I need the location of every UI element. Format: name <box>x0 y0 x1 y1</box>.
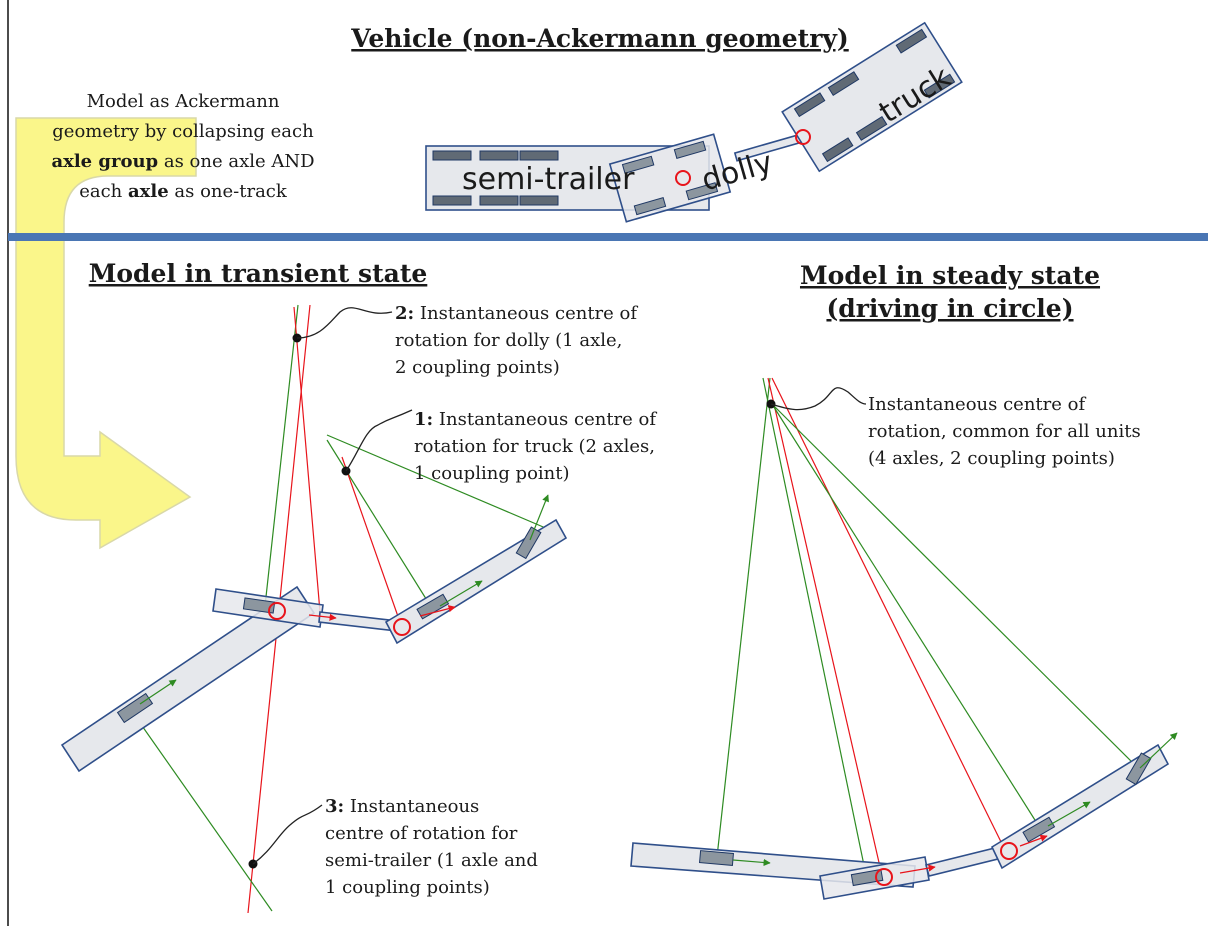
svg-text:rotation, common for all units: rotation, common for all units <box>868 421 1141 442</box>
trailer-coupling <box>675 170 691 186</box>
collapse-arrow <box>15 117 197 550</box>
svg-text:Instantaneous centre of: Instantaneous centre of <box>868 394 1086 415</box>
svg-text:1: Instantaneous centre of: 1: Instantaneous centre of <box>414 409 657 430</box>
steady-title-line2: (driving in circle) <box>826 294 1073 323</box>
transient-semi-trailer <box>60 585 316 773</box>
svg-text:1 coupling point): 1 coupling point) <box>414 463 570 484</box>
transient-dolly <box>212 588 399 632</box>
svg-text:rotation for dolly (1 axle,: rotation for dolly (1 axle, <box>395 330 622 351</box>
steady-model <box>630 377 1178 900</box>
note-centre-semi-trailer: 3: Instantaneous centre of rotation for … <box>325 796 538 898</box>
dolly-body <box>608 133 732 223</box>
transient-model <box>60 304 568 914</box>
collapse-note-line1: Model as Ackermann <box>87 91 280 112</box>
note-centre-dolly: 2: Instantaneous centre of rotation for … <box>395 303 638 378</box>
svg-text:2 coupling points): 2 coupling points) <box>395 357 560 378</box>
svg-text:rotation for truck (2 axles,: rotation for truck (2 axles, <box>414 436 655 457</box>
svg-text:centre of rotation for: centre of rotation for <box>325 823 518 844</box>
steady-dolly <box>819 844 1011 900</box>
svg-text:3: Instantaneous: 3: Instantaneous <box>325 796 479 817</box>
section-separator <box>8 233 1208 241</box>
vehicle-title: Vehicle (non-Ackermann geometry) <box>350 24 848 53</box>
collapse-note-line2: geometry by collapsing each <box>52 121 314 142</box>
steady-truck <box>990 732 1178 870</box>
svg-text:2: Instantaneous centre of: 2: Instantaneous centre of <box>395 303 638 324</box>
steady-title-line1: Model in steady state <box>800 261 1100 290</box>
collapse-note-line4: each axle as one-track <box>79 181 288 202</box>
collapse-note: Model as Ackermann geometry by collapsin… <box>51 91 314 202</box>
truck-coupling <box>795 129 811 145</box>
semi-trailer-label: semi-trailer <box>462 162 635 197</box>
svg-text:(4 axles, 2 coupling points): (4 axles, 2 coupling points) <box>868 448 1115 469</box>
note-centre-common: Instantaneous centre of rotation, common… <box>868 394 1141 469</box>
transient-truck <box>384 494 568 645</box>
note-centre-truck: 1: Instantaneous centre of rotation for … <box>414 409 657 484</box>
svg-text:semi-trailer (1 axle and: semi-trailer (1 axle and <box>325 850 538 871</box>
svg-text:1 coupling points): 1 coupling points) <box>325 877 490 898</box>
collapse-note-line3: axle group as one axle AND <box>51 151 314 172</box>
truck-body <box>781 21 963 173</box>
transient-title: Model in transient state <box>89 259 428 288</box>
